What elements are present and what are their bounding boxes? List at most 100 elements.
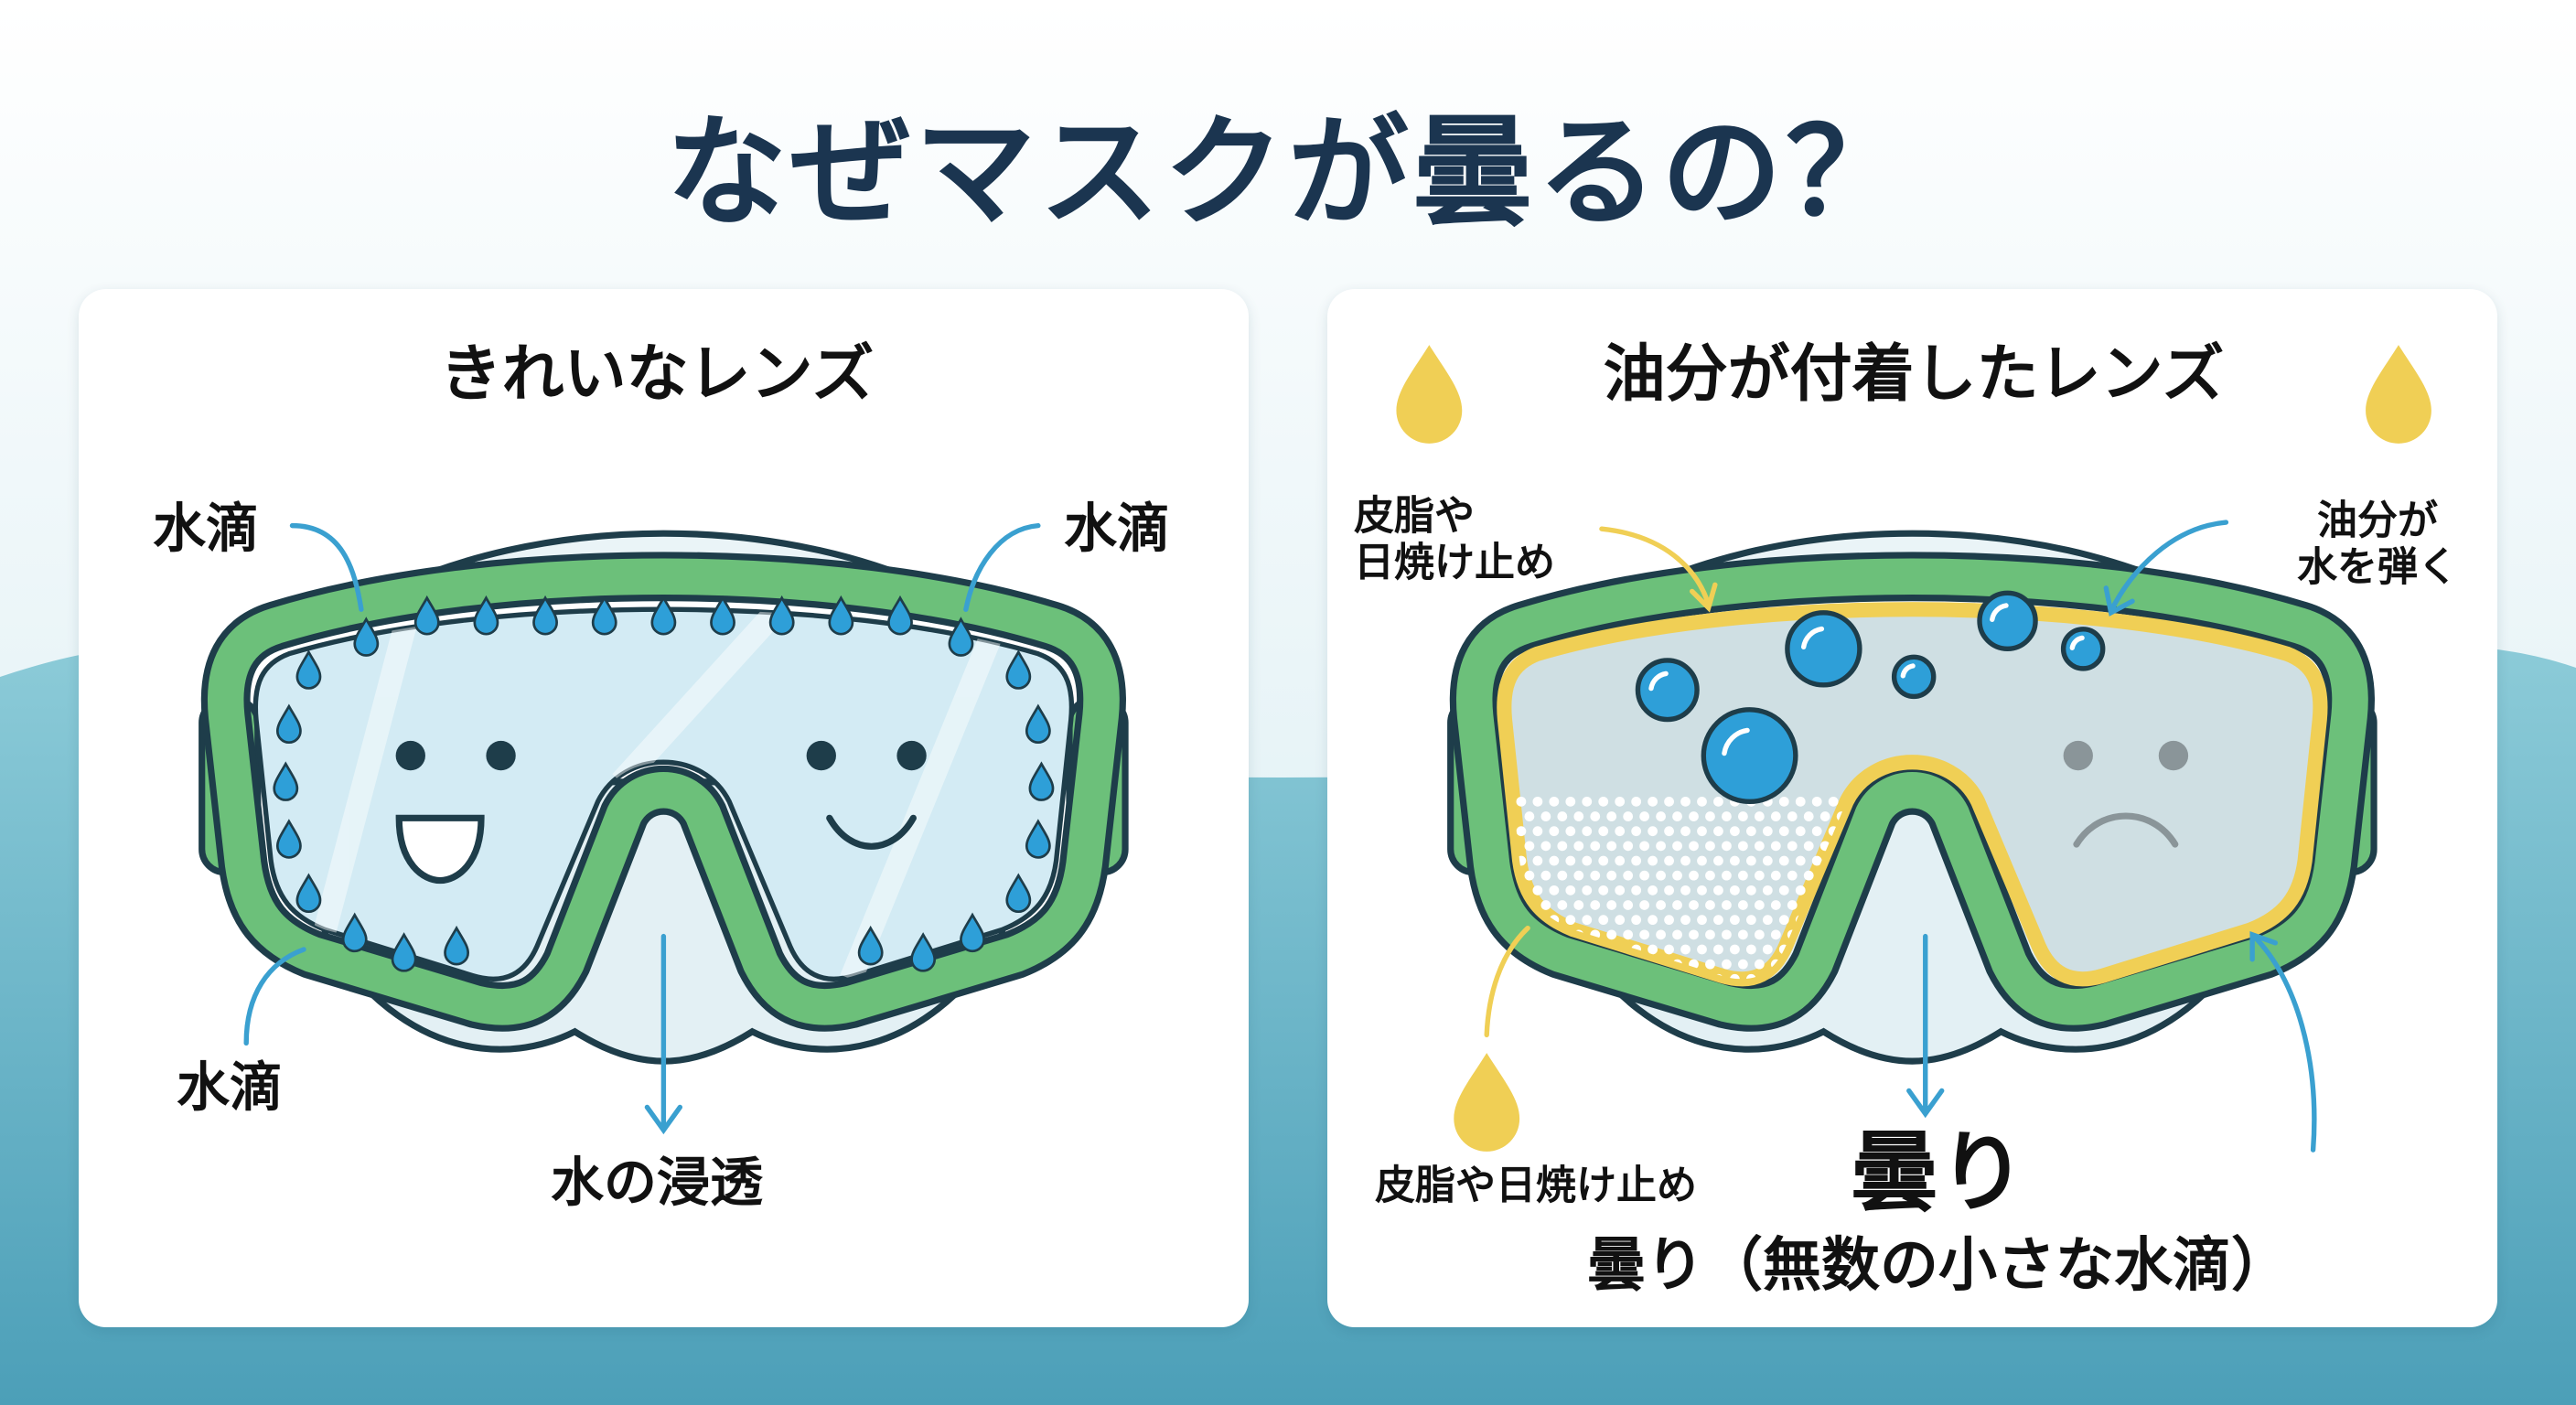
fog-dot [1722, 870, 1732, 881]
fog-dot [1713, 915, 1723, 926]
oily-goggle [1396, 345, 2431, 1153]
happy-face [395, 740, 927, 885]
fog-dot [1697, 915, 1707, 926]
fog-dot [1754, 929, 1765, 940]
water-drop-icon [650, 596, 677, 636]
fog-dot [1524, 841, 1535, 852]
fog-dot [1639, 900, 1650, 910]
water-bubbles [1635, 590, 2106, 805]
fog-dot [1762, 826, 1773, 837]
fog-dot [1745, 973, 1756, 980]
fog-dot [1648, 855, 1658, 866]
fog-dot [1549, 885, 1560, 896]
fog-dot [1819, 811, 1830, 821]
oil-drop-icon [1454, 1053, 1520, 1152]
fog-dot [1639, 870, 1650, 881]
fog-dot [1738, 841, 1748, 852]
fog-dot [1557, 900, 1568, 910]
water-drop-label: 水滴 [176, 1056, 284, 1119]
fog-dot [1615, 826, 1626, 837]
fog-dot [1762, 855, 1773, 866]
fog-dot [1770, 900, 1781, 910]
fog-dot [1803, 811, 1814, 821]
fog-dot [1713, 944, 1723, 955]
fog-explanation-label: 曇り（無数の小さな水滴） [1587, 1232, 2290, 1301]
fog-dot [1532, 973, 1543, 980]
fog-dot [1697, 796, 1707, 807]
oil-drop-icon [1396, 345, 1463, 444]
clean-goggle [202, 526, 1125, 1135]
bubble-highlight [1990, 603, 2009, 622]
fog-dot [1516, 796, 1527, 807]
fog-dot [1639, 811, 1650, 821]
fog-dot [1754, 841, 1765, 852]
fog-dot [1705, 959, 1715, 970]
fog-dot [1664, 796, 1674, 807]
fog-dot [1532, 885, 1543, 896]
fog-dot [1606, 929, 1617, 940]
fog-dot [1770, 929, 1781, 940]
fog-dot [1745, 826, 1756, 837]
fog-dot [1722, 929, 1732, 940]
fog-dot [1664, 826, 1674, 837]
fog-dot [1573, 841, 1584, 852]
fog-dot [1606, 870, 1617, 881]
fog-dot [1573, 870, 1584, 881]
fog-dot [1680, 944, 1690, 955]
fog-dot [1697, 944, 1707, 955]
fog-dot [1582, 796, 1593, 807]
fog-dot [1532, 796, 1543, 807]
fog-dot [1778, 826, 1789, 837]
fog-dot [1697, 885, 1707, 896]
fog-dot [1672, 929, 1682, 940]
fog-dot [1680, 826, 1690, 837]
fog-dot [1540, 811, 1551, 821]
fog-dot [1590, 841, 1601, 852]
fog-dot [1648, 796, 1658, 807]
fog-dot [1713, 885, 1723, 896]
fog-dot [1516, 826, 1527, 837]
fog-dot [1811, 796, 1822, 807]
fog-dot [1680, 855, 1690, 866]
fog-dot [1745, 915, 1756, 926]
fog-dot [1532, 826, 1543, 837]
water-penetration-label: 水の浸透 [550, 1151, 764, 1214]
fog-dot [1549, 855, 1560, 866]
fog-dot [1664, 915, 1674, 926]
fog-dot [1730, 915, 1740, 926]
fog-dot [1722, 900, 1732, 910]
bubble-highlight [2069, 635, 2085, 650]
fog-dot [1778, 885, 1789, 896]
fog-dot [1639, 841, 1650, 852]
fog-dot [1762, 944, 1773, 955]
fog-label: 曇り [1851, 1121, 2026, 1224]
fog-dot [1582, 885, 1593, 896]
fog-dot [1582, 826, 1593, 837]
fog-dot [1722, 811, 1732, 821]
down-arrow [644, 933, 683, 1135]
page-title: なぜマスクが曇るの？ [666, 102, 1910, 244]
fog-dot [1598, 885, 1609, 896]
fog-dot [1705, 811, 1715, 821]
fog-dot [1689, 841, 1699, 852]
fog-dot [1787, 900, 1798, 910]
oil-repels-water-label: 油分が 水を弾く [2297, 498, 2458, 590]
water-drop-icon [591, 596, 617, 636]
bubble-highlight [1800, 626, 1825, 650]
water-drop-icon [710, 596, 735, 636]
fog-dot [1811, 855, 1822, 866]
fog-dot [1672, 811, 1682, 821]
fog-dot [1680, 885, 1690, 896]
fog-dot [1689, 870, 1699, 881]
fog-dot [1738, 870, 1748, 881]
fog-dot [1565, 826, 1576, 837]
fog-dot [1697, 826, 1707, 837]
fog-dot [1615, 915, 1626, 926]
fog-dot [1557, 841, 1568, 852]
fog-dot [1532, 855, 1543, 866]
fog-dot [1754, 959, 1765, 970]
fog-dot [1557, 870, 1568, 881]
bubble-highlight [1648, 670, 1669, 692]
fog-dot [1828, 796, 1839, 807]
